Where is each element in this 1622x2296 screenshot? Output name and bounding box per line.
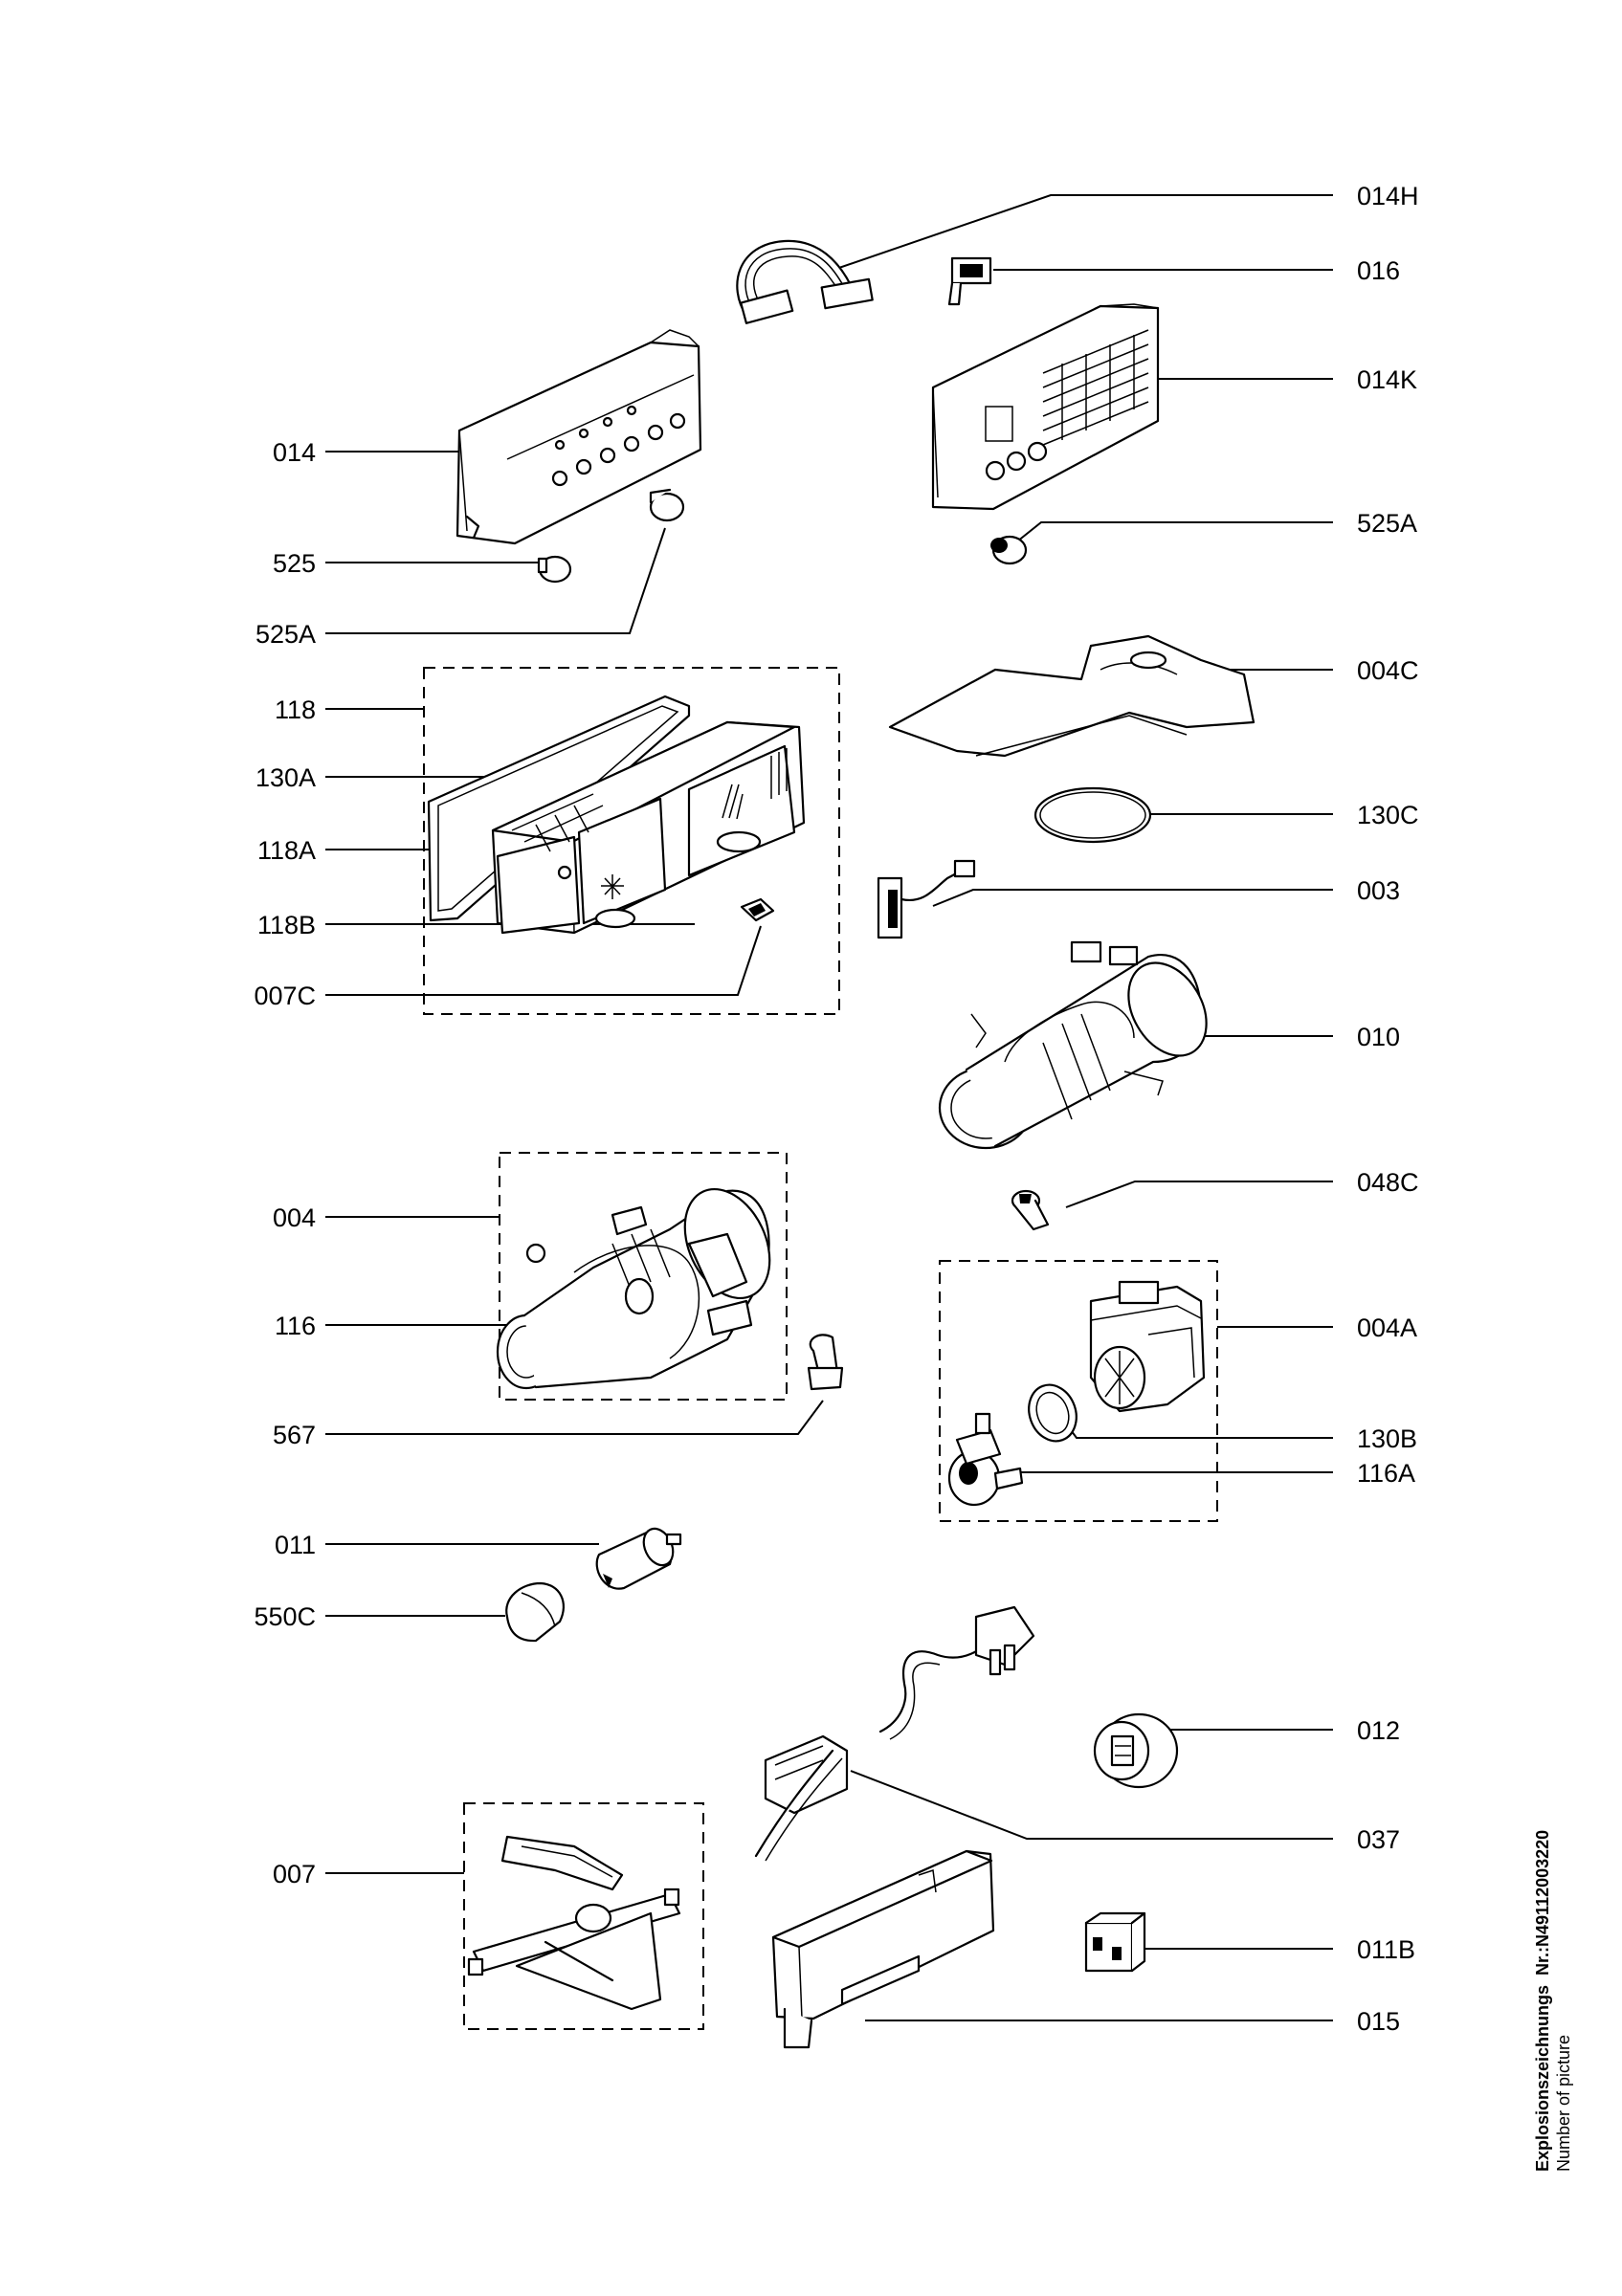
control-panel-right-part	[931, 303, 1160, 511]
label-003: 003	[1357, 876, 1400, 905]
label-525A-left: 525A	[256, 620, 316, 649]
label-007C: 007C	[254, 982, 316, 1010]
group-box-007	[463, 1802, 704, 2030]
panel-015-part	[771, 1849, 995, 2049]
valve-116A-part	[947, 1412, 1024, 1507]
group-box-004A	[939, 1260, 1218, 1522]
label-525A-right: 525A	[1357, 509, 1417, 538]
label-118B: 118B	[257, 911, 316, 939]
seal-ring-130B-part	[1028, 1383, 1078, 1443]
picture-number-title: ExplosionszeichnungsNr.:N49112003220	[1533, 1830, 1552, 2172]
label-130C: 130C	[1357, 801, 1419, 829]
clip-007C-part	[740, 897, 775, 922]
label-525: 525	[273, 549, 316, 578]
drain-pump-part	[1089, 1280, 1206, 1413]
label-014K: 014K	[1357, 365, 1417, 394]
label-010: 010	[1357, 1023, 1400, 1051]
heater-part	[938, 940, 1208, 1150]
cover-part	[888, 634, 1255, 758]
label-037: 037	[1357, 1825, 1400, 1854]
sensor-003-part	[877, 859, 976, 939]
label-016: 016	[1357, 256, 1400, 285]
relay-011B-part	[1084, 1911, 1146, 1973]
label-011: 011	[275, 1531, 316, 1559]
label-116: 116	[275, 1312, 316, 1340]
label-004: 004	[273, 1203, 316, 1232]
label-004C: 004C	[1357, 656, 1419, 685]
part-labels: 014H 016 014K 525A 004C 130C 003 010 048…	[254, 182, 1418, 2036]
small-display-part	[947, 256, 992, 306]
label-130A: 130A	[256, 763, 316, 792]
label-116A: 116A	[1357, 1459, 1415, 1488]
sensor-048C-part	[1011, 1189, 1050, 1231]
label-004A: 004A	[1357, 1314, 1417, 1342]
cap-550C-part	[505, 1581, 566, 1643]
label-012: 012	[1357, 1716, 1400, 1745]
label-014: 014	[273, 438, 316, 467]
knob-525A-right-part	[990, 535, 1028, 565]
wiring-harness-part	[736, 239, 874, 324]
label-567: 567	[273, 1421, 316, 1449]
label-014H: 014H	[1357, 182, 1419, 210]
motor-011-part	[595, 1527, 682, 1590]
leader-lines	[325, 194, 1333, 2021]
picture-number-subtitle: Number of picture	[1554, 2035, 1573, 2172]
group-box-118	[423, 667, 840, 1015]
knob-525A-left-part	[649, 488, 685, 522]
circulation-pump-part	[496, 1187, 771, 1390]
seal-ring-130C-part	[1033, 786, 1152, 844]
label-015: 015	[1357, 2007, 1400, 2036]
label-118A: 118A	[257, 836, 316, 865]
picture-number-block: ExplosionszeichnungsNr.:N49112003220 Num…	[1533, 1830, 1573, 2172]
knob-525-part	[537, 555, 572, 584]
clip-567-part	[807, 1334, 844, 1391]
group-box-004	[499, 1152, 788, 1401]
mains-cable-part	[754, 1605, 1035, 1862]
spray-arm-part	[467, 1835, 681, 2011]
detergent-dispenser-part	[427, 695, 806, 935]
label-550C: 550C	[254, 1602, 316, 1631]
label-118: 118	[275, 695, 316, 724]
label-130B: 130B	[1357, 1424, 1417, 1453]
label-007: 007	[273, 1860, 316, 1888]
label-048C: 048C	[1357, 1168, 1419, 1197]
control-unit-left-part	[455, 329, 702, 545]
label-011B: 011B	[1357, 1935, 1415, 1964]
switch-012-part	[1093, 1712, 1179, 1789]
